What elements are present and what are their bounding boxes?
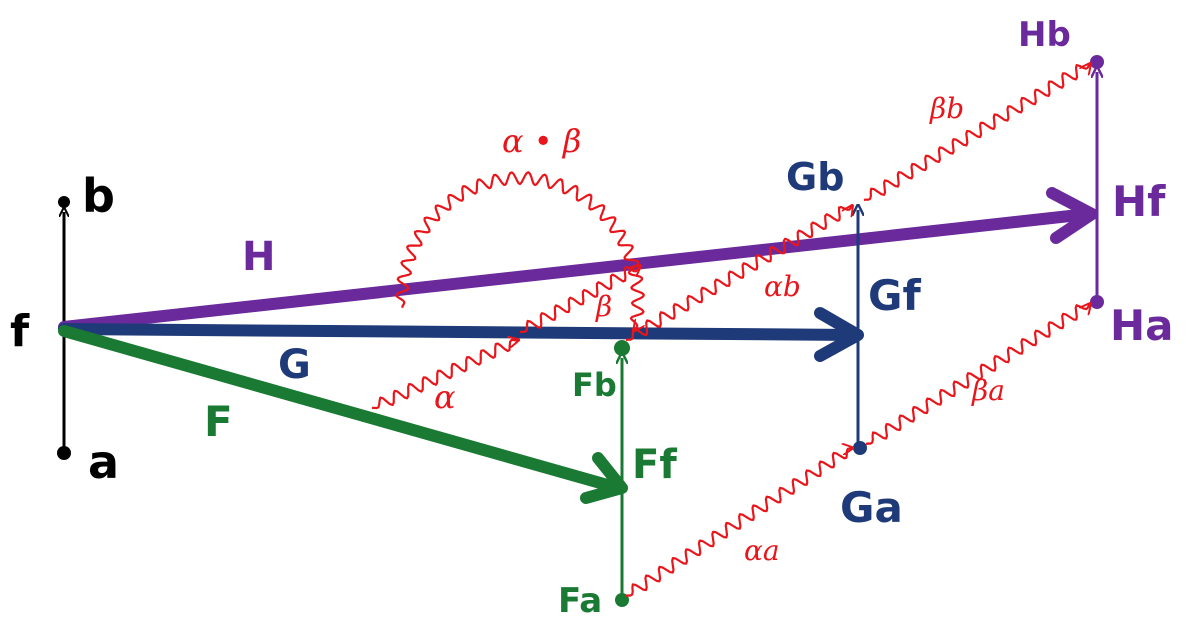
point-Ha xyxy=(1090,295,1104,309)
label-beta: β xyxy=(595,290,612,323)
label-Hb: Hb xyxy=(1018,15,1071,55)
squiggle-beta-b xyxy=(863,64,1090,202)
label-alpha-b: αb xyxy=(764,270,801,303)
label-Fb: Fb xyxy=(572,366,617,404)
point-a xyxy=(57,446,71,460)
label-F: F xyxy=(204,397,233,446)
squiggle-alpha-b xyxy=(625,206,852,342)
label-G: G xyxy=(278,342,311,388)
label-Gf: Gf xyxy=(868,271,921,320)
label-H: H xyxy=(242,234,275,280)
squiggle-alpha-a xyxy=(625,448,852,598)
arrow-H xyxy=(58,208,1094,333)
point-Fb xyxy=(614,340,630,356)
point-b xyxy=(58,196,70,208)
point-Hb xyxy=(1090,55,1104,69)
label-Ff: Ff xyxy=(632,442,677,488)
arrow-F xyxy=(58,325,624,494)
label-Hf: Hf xyxy=(1112,177,1166,226)
point-Fa xyxy=(615,593,629,607)
label-Gb: Gb xyxy=(786,155,844,199)
arrow-G xyxy=(58,323,862,341)
squiggle-beta xyxy=(519,266,640,334)
squiggle-beta-a xyxy=(865,304,1090,446)
squiggle-layer xyxy=(371,64,1090,598)
label-Fa: Fa xyxy=(558,581,602,621)
label-alpha-a: αa xyxy=(744,534,780,567)
label-beta-b: βb xyxy=(929,92,964,125)
label-f: f xyxy=(10,306,30,357)
label-Ga: Ga xyxy=(840,483,903,532)
arrow-H-head xyxy=(1046,187,1098,244)
squiggle-alpha-beta xyxy=(395,171,644,330)
label-alpha: α xyxy=(434,378,456,416)
label-a: a xyxy=(88,435,119,489)
label-alpha-beta: α • β xyxy=(502,122,581,160)
label-beta-a: βa xyxy=(971,374,1005,407)
label-b: b xyxy=(82,169,115,223)
point-Ga xyxy=(853,441,867,455)
squiggle-alpha xyxy=(371,340,518,410)
label-Ha: Ha xyxy=(1110,301,1174,350)
